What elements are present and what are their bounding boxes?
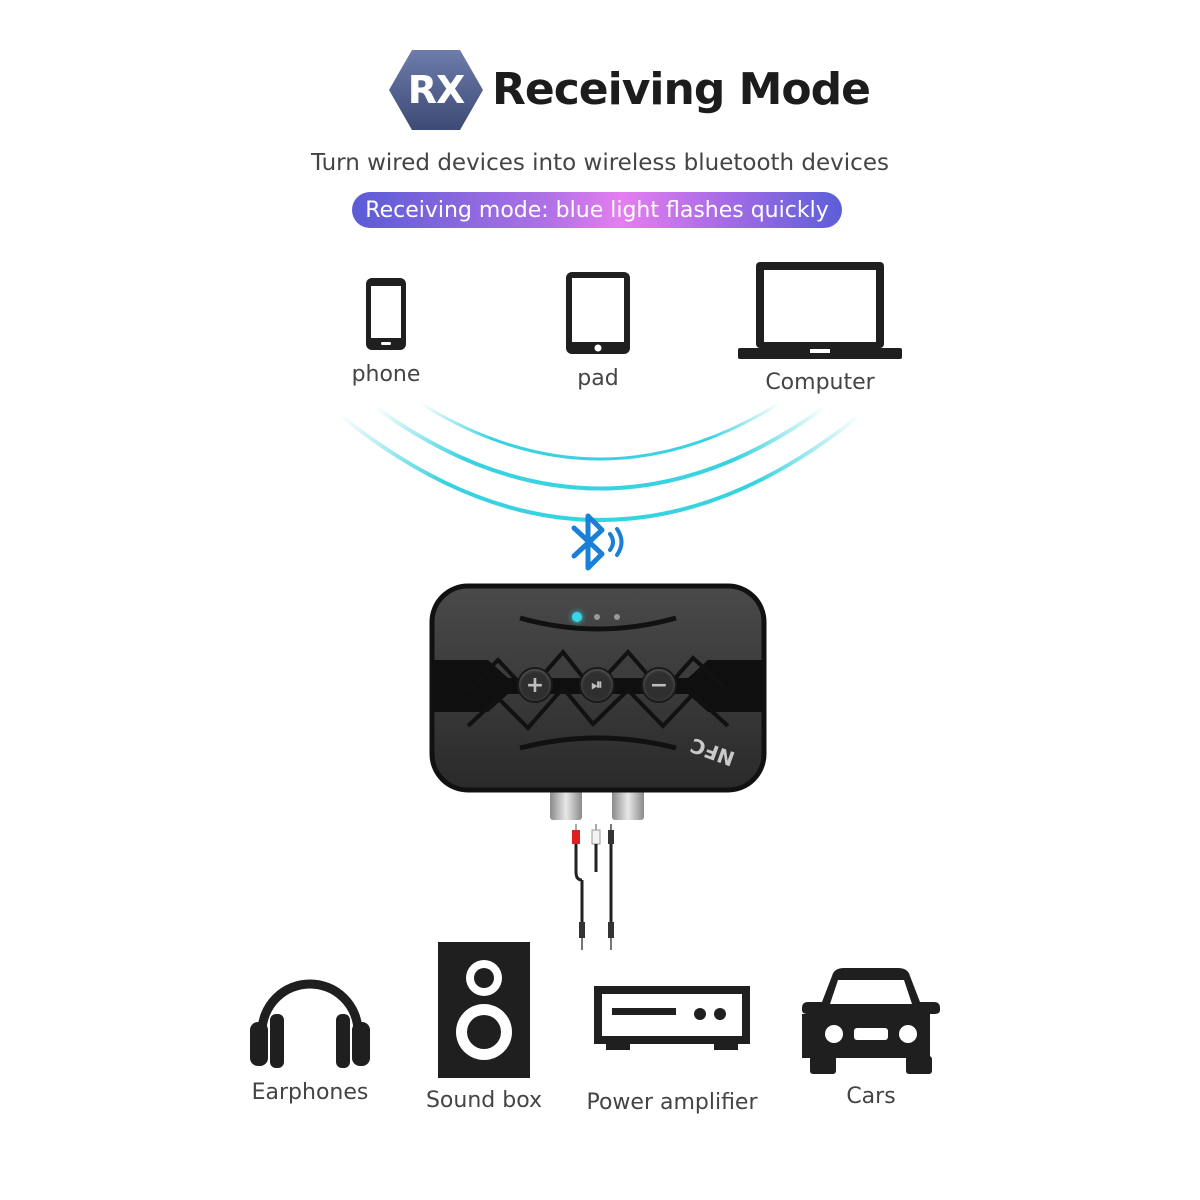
source-label: phone (351, 362, 421, 387)
volume-down-button[interactable]: − (641, 667, 677, 703)
source-phone: phone (336, 276, 436, 387)
play-pause-button[interactable]: ⏯ (579, 667, 615, 703)
subtitle: Turn wired devices into wireless bluetoo… (311, 150, 889, 176)
source-label: pad (577, 366, 619, 391)
output-sound-box: Sound box (414, 942, 554, 1113)
page-title: Receiving Mode (492, 64, 871, 115)
rca-cables (572, 824, 614, 950)
headphones-icon (250, 979, 370, 1068)
amplifier-icon (594, 986, 750, 1050)
source-label: Computer (765, 370, 875, 395)
bluetooth-icon (571, 513, 624, 571)
rx-badge: RX (388, 48, 484, 132)
laptop-icon (738, 262, 902, 359)
source-computer: Computer (738, 262, 902, 395)
output-label: Sound box (425, 1088, 543, 1113)
status-led (572, 612, 582, 622)
signal-waves (338, 401, 862, 522)
mode-pill: Receiving mode: blue light flashes quick… (352, 192, 842, 228)
output-label: Power amplifier (586, 1090, 758, 1115)
badge-label: RX (407, 68, 466, 112)
volume-up-button[interactable]: + (517, 667, 553, 703)
tablet-icon (566, 272, 630, 354)
speaker-icon (438, 942, 530, 1078)
output-power-amplifier: Power amplifier (584, 986, 760, 1115)
output-earphones: Earphones (230, 974, 390, 1105)
phone-icon (366, 278, 406, 350)
source-pad: pad (548, 270, 648, 391)
output-label: Cars (846, 1084, 896, 1109)
output-cars: Cars (796, 966, 946, 1109)
output-label: Earphones (251, 1080, 369, 1105)
car-icon (802, 968, 940, 1074)
status-led-off (614, 614, 620, 620)
hexagon-icon (389, 50, 483, 130)
status-led-off (594, 614, 600, 620)
